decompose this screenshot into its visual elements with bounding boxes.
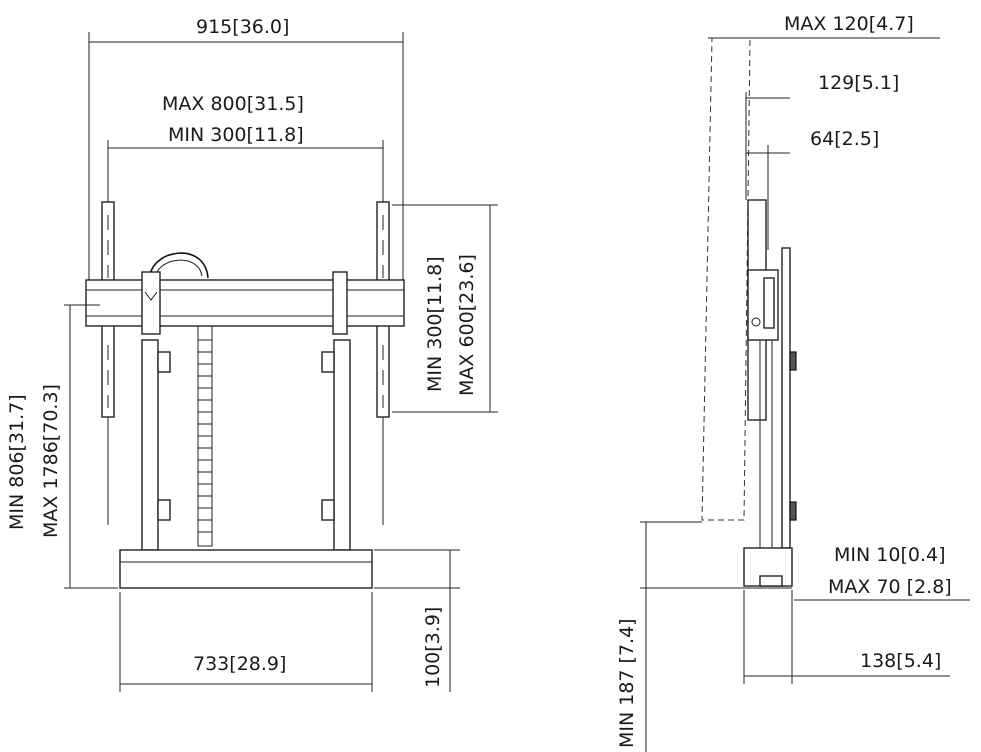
label-vesa-max-vertical: MAX 600[23.6]	[456, 254, 478, 396]
vesa-rail-right	[376, 201, 390, 525]
dim-base-width-lines	[119, 592, 373, 692]
tilted-screen-outline	[701, 37, 940, 521]
dim-base-height-lines	[374, 549, 460, 692]
side-base	[743, 547, 793, 587]
label-overall-width: 915[36.0]	[196, 16, 290, 38]
label-vesa-max-horizontal: MAX 800[31.5]	[162, 93, 304, 115]
dim-depth-lines	[745, 92, 790, 250]
label-height-min: MIN 806[31.7]	[6, 394, 28, 530]
label-floor-max: MAX 70 [2.8]	[828, 576, 952, 598]
label-tilt-depth: MAX 120[4.7]	[784, 13, 914, 35]
side-view	[640, 37, 970, 752]
label-depth-129: 129[5.1]	[818, 72, 900, 94]
label-screen-bottom-min: MIN 187 [7.4]	[616, 618, 638, 748]
front-view	[64, 32, 498, 692]
label-vesa-min-horizontal: MIN 300[11.8]	[168, 124, 304, 146]
label-base-width: 733[28.9]	[193, 653, 287, 675]
dim-floor-lines	[640, 521, 970, 752]
columns	[141, 339, 351, 551]
base	[119, 549, 373, 589]
vesa-rail-left	[101, 201, 115, 525]
side-mount	[747, 199, 797, 549]
label-base-height: 100[3.9]	[422, 606, 444, 688]
label-depth-64: 64[2.5]	[810, 128, 880, 150]
label-base-depth: 138[5.4]	[860, 650, 942, 672]
label-height-max: MAX 1786[70.3]	[40, 384, 62, 538]
dim-vesa-vertical-lines	[392, 204, 498, 413]
crossbar	[85, 271, 405, 335]
label-vesa-min-vertical: MIN 300[11.8]	[424, 256, 446, 392]
dim-overall-width-lines	[88, 32, 404, 305]
label-floor-min: MIN 10[0.4]	[834, 544, 946, 566]
dim-vesa-horizontal-lines	[107, 140, 384, 205]
dim-height-lines	[64, 304, 118, 589]
